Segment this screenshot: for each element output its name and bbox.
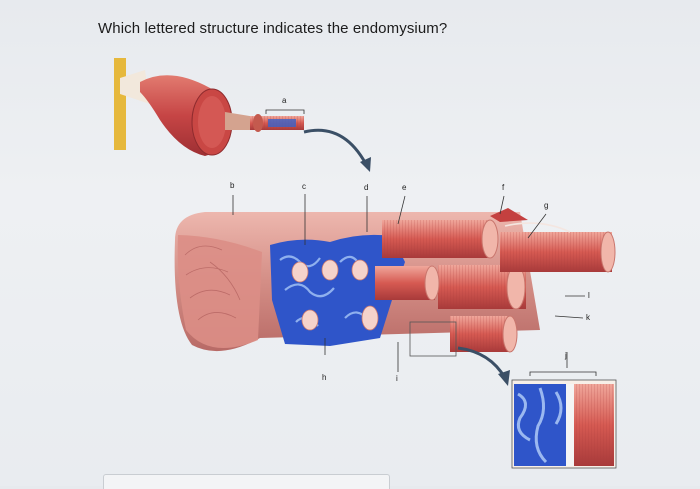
whole-muscle-thumbnail: a	[114, 58, 371, 172]
label-l: l	[588, 291, 590, 300]
label-i: i	[396, 374, 398, 383]
answer-input[interactable]	[103, 474, 390, 489]
fascicle-cross-section	[174, 208, 616, 353]
bone-icon	[114, 58, 126, 150]
label-g: g	[544, 201, 548, 210]
magnified-inset	[409, 321, 617, 469]
muscle-fibers	[375, 208, 616, 353]
label-c: c	[302, 182, 306, 191]
label-b: b	[230, 181, 235, 190]
label-f: f	[502, 183, 505, 192]
question-text: Which lettered structure indicates the e…	[98, 20, 448, 37]
label-k: k	[586, 313, 591, 322]
label-d: d	[364, 183, 368, 192]
label-leaders	[232, 194, 585, 372]
label-h: h	[322, 373, 326, 382]
label-j: j	[564, 351, 567, 360]
label-a: a	[282, 96, 287, 105]
label-e: e	[402, 183, 407, 192]
